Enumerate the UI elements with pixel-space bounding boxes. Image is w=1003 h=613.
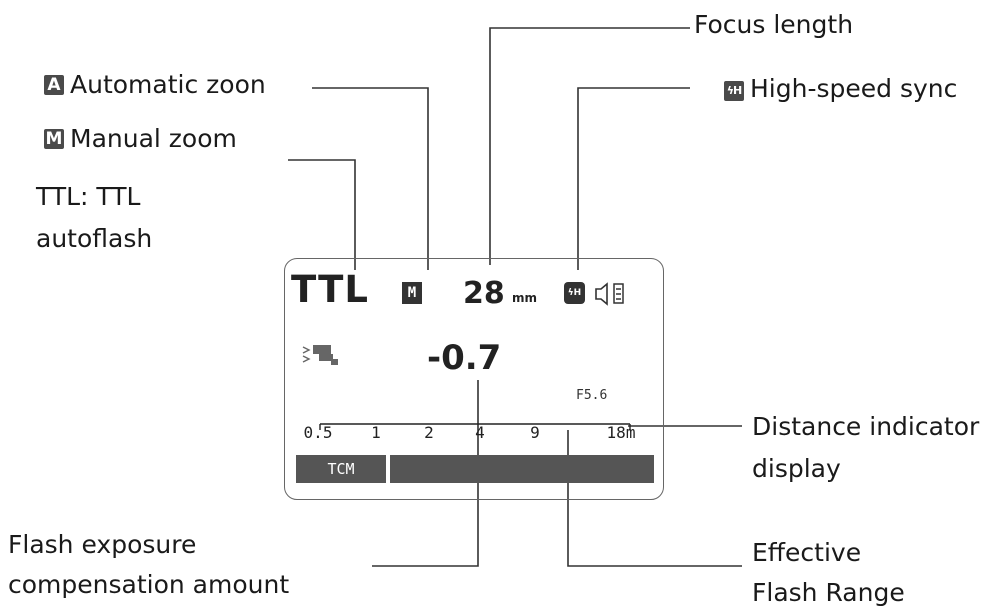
lcd-fec-value: -0.7 <box>427 338 502 378</box>
label-manual-zoom: M Manual zoom <box>44 122 237 156</box>
speaker-icon <box>595 282 608 306</box>
scale-tick-label: 4 <box>475 423 485 442</box>
leader-auto-zoom <box>312 87 429 270</box>
high-speed-sync-icon: ϟH <box>564 282 585 304</box>
flash-head-icon <box>302 345 338 365</box>
label-ttl-line2: autoflash <box>36 224 153 253</box>
scale-tick-label: 0.5 <box>303 423 333 442</box>
leader-fec <box>372 380 479 567</box>
label-fec-line1: Flash exposure <box>8 530 197 559</box>
label-range-line1: Effective <box>752 538 862 567</box>
leader-high-speed-sync <box>577 87 690 270</box>
lcd-focal-unit: mm <box>512 291 538 305</box>
label-fec-line2: compensation amount <box>8 570 290 599</box>
scale-tick-label: 1 <box>371 423 381 442</box>
label-focus-length: Focus length <box>694 10 854 39</box>
label-auto-zoom: A Automatic zoon <box>44 68 266 102</box>
label-ttl-line1: TTL: TTL <box>36 182 141 211</box>
label-range-line2: Flash Range <box>752 578 905 607</box>
battery-icon <box>613 283 624 304</box>
auto-zoom-badge-icon: A <box>44 75 64 95</box>
manual-zoom-text: Manual zoom <box>70 124 237 153</box>
scale-tick-label: 18m <box>606 423 636 442</box>
tcm-bar: TCM <box>296 455 386 483</box>
lcd-aperture: F5.6 <box>576 388 608 403</box>
label-high-speed-sync: ϟH High-speed sync <box>724 72 957 106</box>
range-bar <box>390 455 654 483</box>
label-distance-line2: display <box>752 454 841 483</box>
lcd-mode: TTL <box>291 268 369 311</box>
zoom-mode-icon: M <box>402 282 422 304</box>
auto-zoom-text: Automatic zoon <box>70 70 266 99</box>
manual-zoom-badge-icon: M <box>44 129 64 149</box>
leader-focus-length <box>489 27 690 265</box>
leader-manual-zoom <box>288 159 356 270</box>
label-distance-line1: Distance indicator <box>752 412 980 441</box>
lcd-panel <box>284 258 664 500</box>
lcd-focal-length: 28 <box>463 276 505 311</box>
scale-tick-label: 9 <box>530 423 540 442</box>
scale-tick-label: 2 <box>424 423 434 442</box>
high-speed-sync-badge-icon: ϟH <box>724 81 744 101</box>
high-speed-sync-text: High-speed sync <box>750 74 958 103</box>
